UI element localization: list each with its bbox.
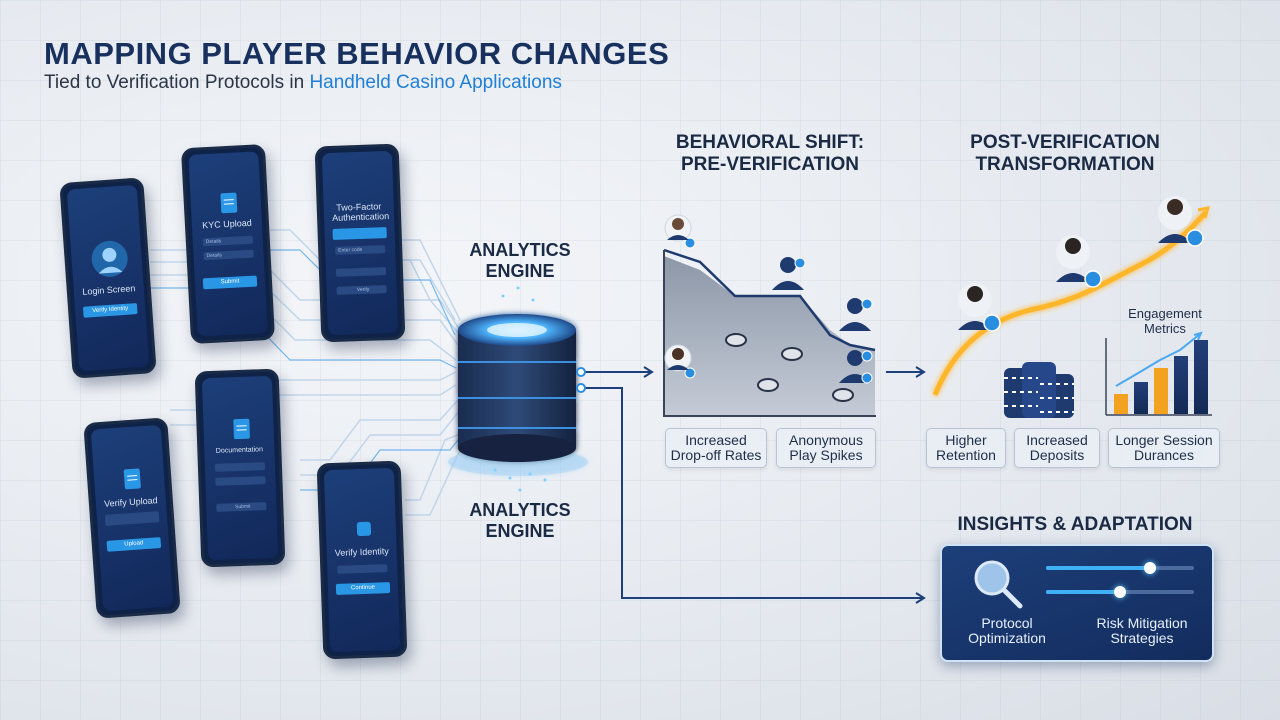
pre-verification-title: BEHAVIORAL SHIFT: PRE-VERIFICATION	[650, 132, 890, 176]
anonymous-user-icons	[772, 257, 871, 383]
risk-mitigation-label: Risk Mitigation Strategies	[1096, 615, 1188, 646]
upload-field[interactable]	[104, 511, 160, 526]
engine-output-arrows	[585, 366, 926, 604]
engine-glow-dots	[493, 286, 547, 492]
post-verification-title: POST-VERIFICATION TRANSFORMATION	[945, 132, 1185, 176]
analytics-engine-database	[448, 314, 588, 476]
protocol-optimization-label: Protocol Optimization	[968, 615, 1046, 646]
kyc-field-2[interactable]: Details	[203, 249, 254, 261]
user-profile-icon	[91, 240, 128, 277]
insights-panel: Protocol Optimization Risk Mitigation St…	[940, 544, 1214, 662]
doc-field-2[interactable]	[215, 476, 266, 486]
engine-label-top-line2: ENGINE	[485, 261, 555, 281]
verified-user-avatars	[958, 196, 1192, 330]
subtitle-highlight: Handheld Casino Applications	[309, 72, 562, 93]
identity-field[interactable]	[337, 564, 388, 574]
engine-label-bottom: ANALYTICS ENGINE	[450, 500, 590, 542]
code-input-bar[interactable]	[332, 227, 387, 240]
kyc-field-1[interactable]: Details	[202, 235, 254, 247]
output-node-bottom	[576, 383, 586, 393]
code-field[interactable]: Enter code	[335, 245, 386, 255]
engine-label-bottom-line1: ANALYTICS	[469, 500, 571, 520]
engagement-label-line2: Metrics	[1144, 321, 1186, 336]
continue-button[interactable]: Continue	[335, 582, 391, 595]
engagement-label-line1: Engagement	[1128, 306, 1202, 321]
phone-kyc-upload: KYC Upload Details Details Submit	[180, 143, 276, 345]
slider-1-fill	[1046, 566, 1150, 570]
chip-longer-sessions: Longer Session Durances	[1108, 428, 1220, 468]
engine-label-top-line1: ANALYTICS	[469, 240, 571, 260]
pre-verification-title-line2: PRE-VERIFICATION	[680, 154, 860, 175]
chip-stack-icons	[1004, 362, 1074, 418]
verify-identity-button[interactable]: Verify Identity	[82, 303, 138, 318]
user-avatar-icons	[664, 214, 692, 372]
pre-verification-chart	[663, 214, 876, 417]
engagement-metrics-label: Engagement Metrics	[1110, 306, 1220, 336]
doc-field-1[interactable]	[214, 462, 266, 472]
phone-title: Verify Identity	[334, 546, 389, 558]
two-factor-verify-button[interactable]: Verify	[336, 285, 387, 295]
slider-1[interactable]	[1046, 562, 1194, 574]
code-field-2[interactable]	[335, 267, 387, 277]
chip-increased-deposits: Increased Deposits	[1014, 428, 1100, 468]
magnifier-icon	[974, 560, 1023, 609]
upload-button[interactable]: Upload	[106, 537, 162, 552]
slider-2-fill	[1046, 590, 1120, 594]
kyc-submit-button[interactable]: Submit	[202, 275, 258, 290]
phone-title: Documentation	[215, 446, 264, 455]
page-subtitle: Tied to Verification Protocols in Handhe…	[44, 72, 562, 94]
phone-login-screen: Login Screen Verify Identity	[59, 177, 157, 379]
document-icon	[123, 468, 141, 490]
slider-1-knob[interactable]	[1143, 562, 1156, 574]
output-node-top	[576, 367, 586, 377]
phone-two-factor: Two-Factor Authentication Enter code Ver…	[314, 143, 406, 343]
chip-anonymous-play: Anonymous Play Spikes	[776, 428, 876, 468]
phone-verify-identity: Verify Identity Continue	[316, 460, 408, 660]
chip-drop-off-rates: Increased Drop-off Rates	[665, 428, 767, 468]
slider-2[interactable]	[1046, 586, 1194, 598]
verified-check-icons	[983, 229, 1204, 332]
slider-2-knob[interactable]	[1114, 586, 1126, 598]
phone-title: KYC Upload	[201, 217, 252, 231]
chip-higher-retention: Higher Retention	[926, 428, 1006, 468]
phone-verify-upload: Verify Upload Upload	[83, 417, 181, 619]
subtitle-prefix: Tied to Verification Protocols in	[44, 72, 310, 93]
page-title: MAPPING PLAYER BEHAVIOR CHANGES	[44, 36, 670, 71]
document-icon	[220, 192, 238, 214]
post-verification-chart	[932, 196, 1212, 418]
verified-badge-icons	[684, 237, 873, 384]
document-icon	[233, 418, 250, 440]
post-verification-title-line1: POST-VERIFICATION	[970, 132, 1160, 153]
phone-title: Login Screen	[82, 283, 136, 297]
phone-documentation: Documentation Submit	[194, 368, 286, 568]
doc-submit-button[interactable]: Submit	[216, 502, 267, 512]
insights-title: INSIGHTS & ADAPTATION	[957, 514, 1193, 535]
post-verification-title-line2: TRANSFORMATION	[975, 154, 1155, 175]
phone-title: Verify Upload	[103, 495, 158, 509]
engine-label-top: ANALYTICS ENGINE	[450, 240, 590, 282]
engagement-bar-chart	[1105, 331, 1212, 416]
engine-label-bottom-line2: ENGINE	[485, 521, 555, 541]
poker-chip-icons	[725, 333, 854, 402]
shield-icon	[356, 521, 372, 537]
pre-verification-title-line1: BEHAVIORAL SHIFT:	[675, 132, 865, 153]
phone-title: Two-Factor Authentication	[331, 201, 390, 223]
